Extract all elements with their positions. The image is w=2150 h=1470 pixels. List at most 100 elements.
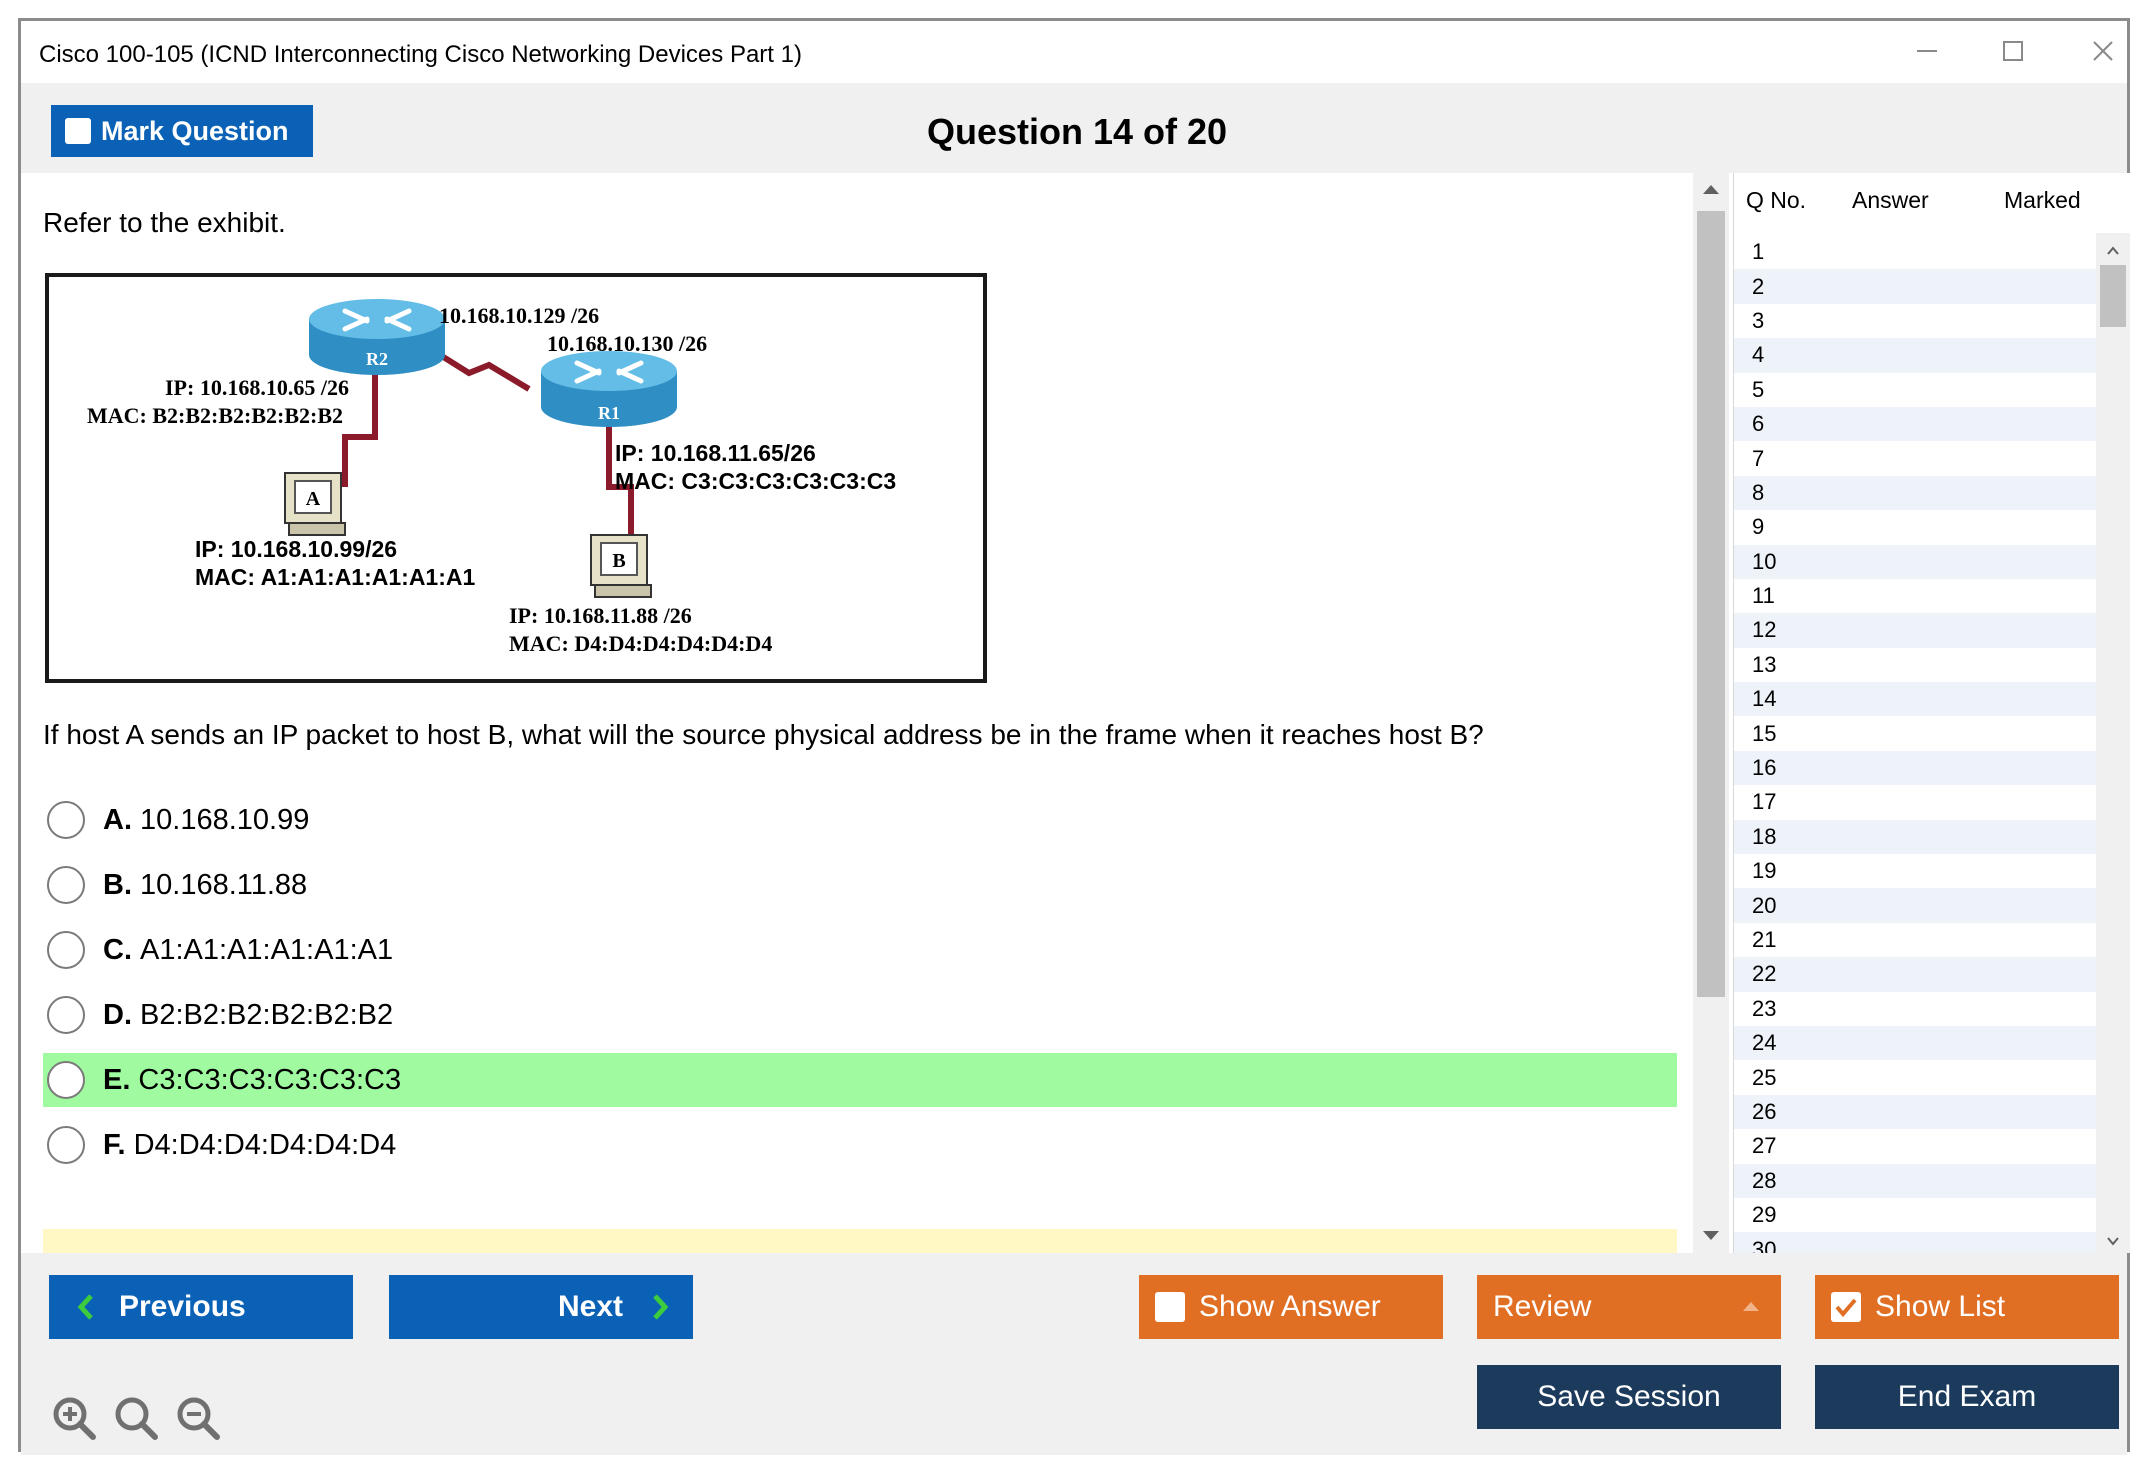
question-number: 27 bbox=[1752, 1133, 1777, 1159]
mark-checkbox-icon bbox=[65, 118, 91, 144]
zoom-out-icon[interactable] bbox=[175, 1395, 221, 1441]
r2-lan-ip: IP: 10.168.10.65 /26 bbox=[165, 375, 349, 400]
question-list-row[interactable]: 7 bbox=[1734, 441, 2096, 475]
show-answer-checkbox-icon bbox=[1155, 1292, 1185, 1322]
router-r2: R2 bbox=[309, 299, 445, 375]
explanation-panel bbox=[43, 1229, 1677, 1253]
question-list-row[interactable]: 13 bbox=[1734, 648, 2096, 682]
question-list-row[interactable]: 12 bbox=[1734, 613, 2096, 648]
host-a-label: A bbox=[306, 488, 321, 510]
radio-e[interactable] bbox=[47, 1061, 85, 1099]
question-list-row[interactable]: 16 bbox=[1734, 750, 2096, 786]
question-list-row[interactable]: 26 bbox=[1734, 1094, 2096, 1130]
question-list-row[interactable]: 30 bbox=[1734, 1232, 2096, 1253]
question-list-row[interactable]: 8 bbox=[1734, 475, 2096, 511]
chevron-down-icon[interactable] bbox=[2105, 1233, 2121, 1249]
option-letter: D. bbox=[103, 998, 132, 1031]
option-f[interactable]: F. D4:D4:D4:D4:D4:D4 bbox=[43, 1118, 1677, 1172]
option-text: A1:A1:A1:A1:A1:A1 bbox=[140, 933, 394, 966]
question-list-row[interactable]: 15 bbox=[1734, 716, 2096, 750]
question-list-row[interactable]: 1 bbox=[1734, 235, 2096, 269]
question-list-row[interactable]: 23 bbox=[1734, 992, 2096, 1026]
question-list-row[interactable]: 25 bbox=[1734, 1060, 2096, 1094]
option-text: 10.168.11.88 bbox=[140, 868, 308, 901]
question-list-row[interactable]: 19 bbox=[1734, 854, 2096, 888]
question-list-header: Q No. Answer Marked bbox=[1734, 173, 2133, 229]
review-button[interactable]: Review bbox=[1477, 1275, 1781, 1339]
question-list-scroll-thumb[interactable] bbox=[2100, 265, 2126, 327]
next-button[interactable]: Next bbox=[389, 1275, 693, 1339]
r2-serial-ip: 10.168.10.129 /26 bbox=[439, 303, 599, 328]
zoom-controls bbox=[51, 1395, 221, 1441]
option-text: 10.168.10.99 bbox=[140, 803, 310, 836]
question-list-row[interactable]: 18 bbox=[1734, 819, 2096, 855]
question-number: 5 bbox=[1752, 376, 1765, 402]
r2-label: R2 bbox=[366, 349, 388, 369]
question-list-row[interactable]: 6 bbox=[1734, 406, 2096, 442]
option-e[interactable]: E. C3:C3:C3:C3:C3:C3 bbox=[43, 1053, 1677, 1107]
zoom-in-icon[interactable] bbox=[51, 1395, 97, 1441]
question-list-row[interactable]: 14 bbox=[1734, 682, 2096, 717]
r1-serial-ip: 10.168.10.130 /26 bbox=[547, 331, 707, 356]
question-list-row[interactable]: 20 bbox=[1734, 888, 2096, 923]
minimize-icon bbox=[1917, 50, 1937, 52]
scroll-down-arrow-icon[interactable] bbox=[1703, 1231, 1719, 1240]
radio-f[interactable] bbox=[47, 1126, 85, 1164]
host-b: B bbox=[590, 534, 652, 598]
question-list-row[interactable]: 28 bbox=[1734, 1163, 2096, 1198]
question-number: 18 bbox=[1752, 823, 1777, 849]
zoom-reset-icon[interactable] bbox=[113, 1395, 159, 1441]
save-session-label: Save Session bbox=[1537, 1380, 1721, 1413]
question-list-row[interactable]: 9 bbox=[1734, 510, 2096, 544]
end-exam-button[interactable]: End Exam bbox=[1815, 1365, 2119, 1429]
save-session-button[interactable]: Save Session bbox=[1477, 1365, 1781, 1429]
show-answer-button[interactable]: Show Answer bbox=[1139, 1275, 1443, 1339]
option-a[interactable]: A. 10.168.10.99 bbox=[43, 793, 1677, 847]
question-list-row[interactable]: 29 bbox=[1734, 1198, 2096, 1232]
question-list-row[interactable]: 4 bbox=[1734, 338, 2096, 373]
question-list-row[interactable]: 11 bbox=[1734, 579, 2096, 613]
question-list-row[interactable]: 22 bbox=[1734, 957, 2096, 992]
question-list-row[interactable]: 17 bbox=[1734, 785, 2096, 819]
maximize-button[interactable] bbox=[1983, 31, 2043, 71]
previous-button[interactable]: Previous bbox=[49, 1275, 353, 1339]
router-r1: R1 bbox=[541, 351, 677, 427]
next-label: Next bbox=[557, 1290, 623, 1323]
question-list-row[interactable]: 24 bbox=[1734, 1025, 2096, 1061]
radio-a[interactable] bbox=[47, 801, 85, 839]
question-list-row[interactable]: 5 bbox=[1734, 373, 2096, 407]
option-letter: E. bbox=[103, 1063, 131, 1096]
mark-question-button[interactable]: Mark Question bbox=[51, 105, 313, 157]
question-list-row[interactable]: 10 bbox=[1734, 544, 2096, 579]
question-list-row[interactable]: 27 bbox=[1734, 1129, 2096, 1163]
question-text: If host A sends an IP packet to host B, … bbox=[43, 719, 1484, 750]
question-number: 13 bbox=[1752, 651, 1777, 677]
show-list-button[interactable]: Show List bbox=[1815, 1275, 2119, 1339]
question-list-row[interactable]: 21 bbox=[1734, 923, 2096, 957]
window-title: Cisco 100-105 (ICND Interconnecting Cisc… bbox=[39, 41, 802, 68]
host-a-mac: MAC: A1:A1:A1:A1:A1:A1 bbox=[195, 564, 475, 590]
content-scrollbar[interactable] bbox=[1693, 173, 1729, 1253]
chevron-right-icon bbox=[653, 1294, 669, 1320]
option-c[interactable]: C. A1:A1:A1:A1:A1:A1 bbox=[43, 923, 1677, 977]
close-button[interactable] bbox=[2073, 31, 2133, 71]
option-d[interactable]: D. B2:B2:B2:B2:B2:B2 bbox=[43, 988, 1677, 1042]
scroll-up-arrow-icon[interactable] bbox=[1703, 185, 1719, 194]
mark-question-label: Mark Question bbox=[101, 115, 289, 146]
question-number: 16 bbox=[1752, 755, 1777, 781]
question-number: 1 bbox=[1752, 239, 1765, 265]
chevron-up-icon[interactable] bbox=[2105, 243, 2121, 259]
content-scroll-thumb[interactable] bbox=[1697, 211, 1725, 997]
radio-b[interactable] bbox=[47, 866, 85, 904]
minimize-button[interactable] bbox=[1897, 31, 1957, 71]
show-list-label: Show List bbox=[1875, 1290, 2006, 1323]
radio-c[interactable] bbox=[47, 931, 85, 969]
r2-lan-mac: MAC: B2:B2:B2:B2:B2:B2 bbox=[87, 403, 343, 428]
question-list-scrollbar[interactable] bbox=[2096, 233, 2130, 1253]
radio-d[interactable] bbox=[47, 996, 85, 1034]
question-list-row[interactable]: 3 bbox=[1734, 304, 2096, 338]
option-b[interactable]: B. 10.168.11.88 bbox=[43, 858, 1677, 912]
question-list-row[interactable]: 2 bbox=[1734, 269, 2096, 304]
option-letter: F. bbox=[103, 1128, 126, 1161]
end-exam-label: End Exam bbox=[1897, 1380, 2037, 1413]
